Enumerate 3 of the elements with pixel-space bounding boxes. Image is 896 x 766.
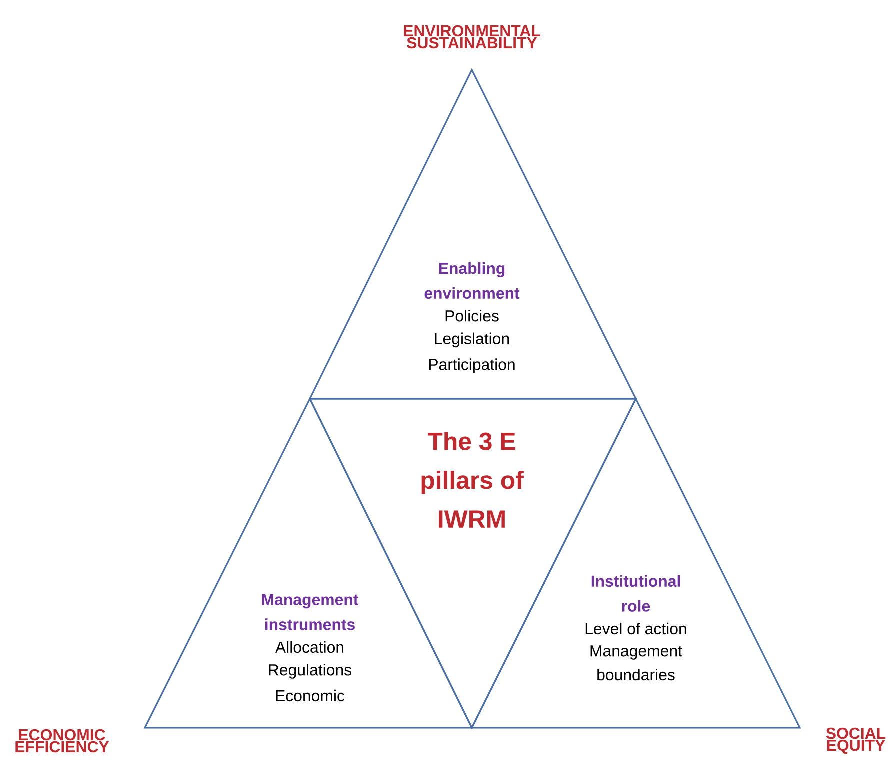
corner-label: ENVIRONMENTAL SUSTAINABILITY [404, 25, 540, 49]
corner-label: ECONOMIC EFFICIENCY [16, 729, 110, 753]
corner-label: SOCIAL EQUITY [826, 728, 886, 754]
